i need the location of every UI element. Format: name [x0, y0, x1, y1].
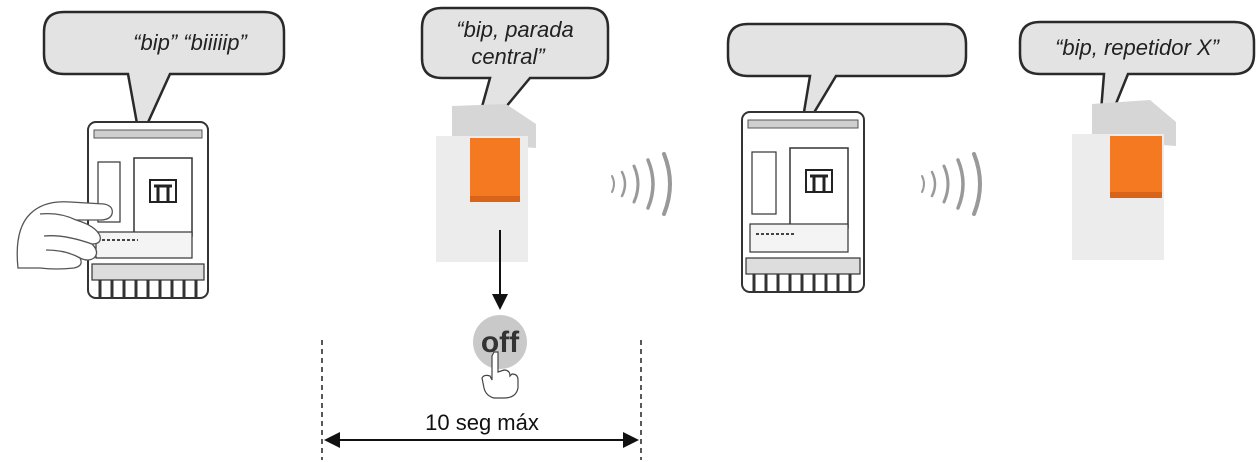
repeater-2 — [1072, 100, 1176, 260]
off-button-label: off — [481, 326, 520, 359]
speech-bubble-panel-2 — [726, 22, 968, 137]
radio-waves-icon — [611, 152, 672, 216]
down-arrow-icon — [492, 230, 508, 310]
pointing-hand-icon — [16, 201, 113, 270]
pointing-hand-icon — [481, 351, 519, 399]
repeater-1 — [436, 104, 536, 262]
alarm-panel-2 — [741, 111, 865, 293]
alarm-panel-1 — [87, 121, 209, 299]
speech-bubble-panel-1: “bip” “biiiiip” — [42, 10, 286, 145]
duration-label: 10 seg máx — [425, 410, 539, 435]
radio-waves-icon — [921, 152, 982, 216]
bubble-text-panel-1: “bip” “biiiiip” — [133, 30, 248, 55]
speech-bubble-repeater-2: “bip, repetidor X” — [1018, 20, 1256, 149]
bubble-text-repeater-1-line-2: central” — [471, 44, 546, 69]
bubble-text-repeater-1-line-1: “bip, parada — [456, 17, 573, 42]
bubble-text-repeater-2: “bip, repetidor X” — [1055, 35, 1221, 60]
duration-dimension: 10 seg máx — [321, 340, 642, 460]
off-button[interactable]: off — [473, 315, 527, 369]
